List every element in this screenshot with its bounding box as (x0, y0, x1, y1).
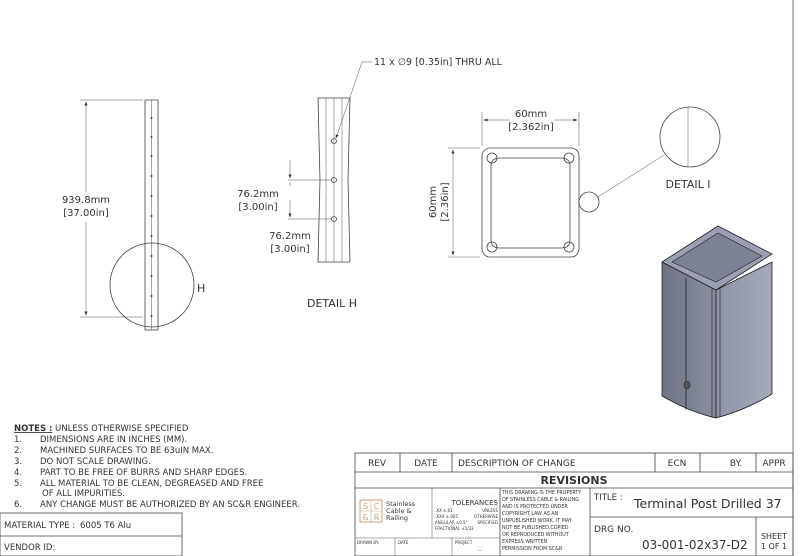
length-in: [37.00in] (63, 208, 109, 219)
copyright-line: EXPRESS WRITTEN (502, 539, 547, 545)
title-label: TITLE : (593, 493, 623, 503)
spacing2-in: [3.00in] (270, 244, 309, 255)
date-label: DATE (398, 540, 409, 545)
notes-subheading: UNLESS OTHERWISE SPECIFIED (55, 424, 189, 434)
length-mm: 939.8mm (62, 195, 110, 206)
note-text: OF ALL IMPURITIES. (42, 489, 125, 499)
svg-text:R: R (374, 513, 380, 522)
note-text: MACHINED SURFACES TO BE 63uIN MAX. (40, 446, 213, 456)
note-num: 3. (14, 457, 22, 467)
section-outer (481, 147, 580, 258)
revisions-title: REVISIONS (540, 474, 607, 487)
col-by: BY. (730, 459, 742, 469)
copyright-line: PERMISSION FROM SC&R (502, 546, 563, 552)
drg-label: DRG NO. (594, 525, 633, 535)
detail-h-callout: H (197, 282, 205, 295)
detail-i-circle (659, 106, 721, 168)
drawing-number: 03-001-02x37-D2 (642, 538, 748, 552)
svg-text:S: S (363, 502, 368, 511)
drawing-title: Terminal Post Drilled 37 (633, 496, 782, 511)
note-text: DO NOT SCALE DRAWING. (40, 457, 151, 467)
project-label: PROJECT (455, 540, 473, 545)
material-value: 6005 T6 Alu (80, 521, 131, 531)
note-text: PART TO BE FREE OF BURRS AND SHARP EDGES… (40, 468, 247, 478)
detail-h-circle (109, 242, 195, 328)
copyright-notice: THIS DRAWING IS THE PROPERTY OF STAINLES… (501, 490, 581, 552)
vendor-label: VENDOR ID: (4, 543, 55, 553)
spacing2-mm: 76.2mm (269, 231, 311, 242)
project-value: -- (478, 548, 482, 554)
copyright-line: UNPUBLISHED WORK. IT MAY (502, 518, 572, 524)
col-date: DATE (414, 459, 438, 469)
detail-h-view: 11 x ∅9 [0.35in] THRU ALL 76.2mm [3.00in… (237, 57, 503, 310)
section-height-mm: 60mm (428, 186, 439, 218)
detail-i-marker (578, 191, 600, 213)
tolerance-note: OTHERWISE (474, 514, 498, 519)
company-name: Cable & (386, 507, 412, 515)
svg-text:&: & (362, 513, 368, 522)
note-num: 4. (14, 468, 22, 478)
tolerance: .XXX ±.005 (435, 514, 458, 519)
col-rev: REV (368, 459, 387, 469)
note-text: ANY CHANGE MUST BE AUTHORIZED BY AN SC&R… (40, 500, 300, 510)
tolerances-title: TOLERANCES (451, 499, 499, 507)
copyright-line: NOT BE PUBLISHED,COPIED (502, 525, 569, 531)
copyright-line: THIS DRAWING IS THE PROPERTY (501, 490, 581, 496)
spacing1-in: [3.00in] (238, 202, 277, 213)
copyright-line: OF STAINLESS CABLE & RAILING (502, 497, 579, 503)
tolerance: ANGULAR ±0.5° (435, 520, 468, 525)
isometric-view (661, 225, 773, 419)
col-description: DESCRIPTION OF CHANGE (458, 459, 576, 469)
detail-i-label: DETAIL I (666, 178, 711, 191)
tolerance-note: UNLESS (482, 508, 498, 513)
tolerance: FRACTIONAL ±1/32 (435, 526, 474, 531)
material-box: MATERIAL TYPE : 6005 T6 Alu VENDOR ID: (0, 512, 183, 556)
sheet-label: SHEET (761, 532, 787, 541)
note-num: 5. (14, 479, 22, 489)
drilled-hole (683, 380, 691, 390)
drawn-by-label: DRAWN BY. (357, 540, 379, 545)
company-logo: S C & R Stainless Cable & Railing (359, 499, 416, 523)
company-name: Stainless (386, 500, 416, 508)
section-inner (490, 157, 571, 249)
col-ecn: ECN (668, 459, 687, 469)
note-text: DIMENSIONS ARE IN INCHES (MM). (40, 435, 187, 445)
sheet-value: 1 OF 1 (761, 542, 787, 551)
tolerance: .XX ±.01 (435, 508, 453, 513)
company-name: Railing (386, 514, 408, 522)
col-appr: APPR (762, 459, 785, 469)
note-num: 2. (14, 446, 22, 456)
title-block: S C & R Stainless Cable & Railing TOLERA… (355, 488, 793, 556)
section-width-in: [2.362in] (508, 122, 554, 133)
revisions-table: REV DATE DESCRIPTION OF CHANGE ECN BY. A… (354, 452, 794, 556)
hole-markers (150, 117, 153, 317)
material-label: MATERIAL TYPE : (4, 521, 75, 531)
note-text: ALL MATERIAL TO BE CLEAN, DEGREASED AND … (40, 479, 263, 489)
copyright-line: OR REPRODUCED WITHOUT (502, 532, 569, 538)
section-view: 60mm [2.362in] 60mm [2.36in] DETAIL I (428, 106, 721, 258)
front-view: 939.8mm [37.00in] H (62, 99, 205, 331)
detail-h-label: DETAIL H (307, 297, 357, 310)
hole-note: 11 x ∅9 [0.35in] THRU ALL (374, 57, 503, 68)
section-height-in: [2.36in] (440, 182, 451, 221)
copyright-line: COPYRIGHT LAW AS AN (502, 511, 559, 517)
tolerances: TOLERANCES .XX ±.01 .XXX ±.005 ANGULAR ±… (435, 499, 499, 531)
svg-text:C: C (374, 502, 380, 511)
notes-heading: NOTES : (14, 424, 52, 434)
note-num: 6. (14, 500, 22, 510)
notes: NOTES : UNLESS OTHERWISE SPECIFIED 1. DI… (14, 424, 300, 510)
note-num: 1. (14, 435, 22, 445)
tolerance-note: SPECIFIED (477, 520, 498, 525)
copyright-line: AND IS PROTECTED UNDER (502, 504, 568, 510)
section-width-mm: 60mm (515, 109, 547, 120)
spacing1-mm: 76.2mm (237, 189, 279, 200)
